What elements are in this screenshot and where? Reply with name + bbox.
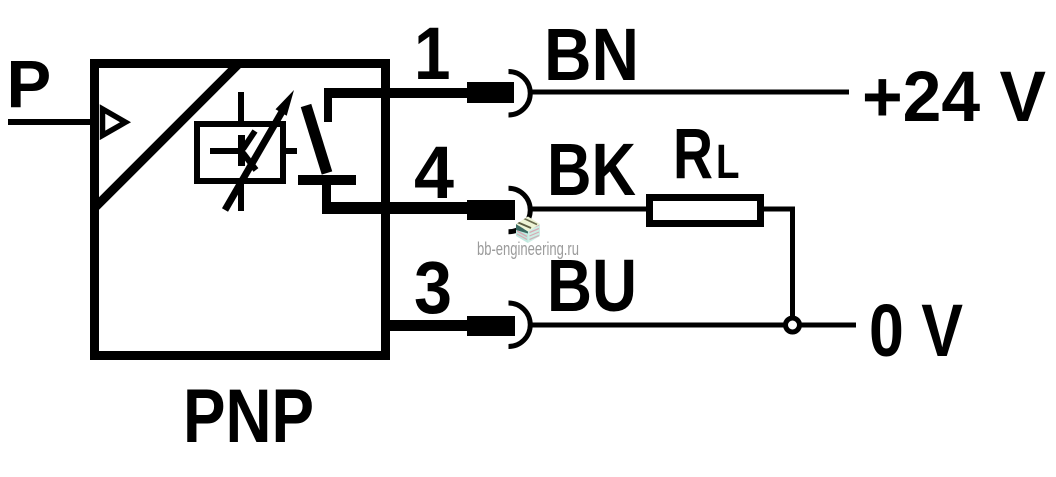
- svg-text:L: L: [716, 136, 740, 189]
- svg-text:0 V: 0 V: [869, 289, 963, 372]
- svg-text:BU: BU: [547, 244, 637, 327]
- svg-text:BN: BN: [544, 13, 639, 96]
- svg-text:P: P: [7, 47, 52, 122]
- svg-text:4: 4: [414, 131, 454, 214]
- svg-text:1: 1: [414, 12, 451, 95]
- svg-text:+24 V: +24 V: [862, 58, 1046, 137]
- svg-text:BK: BK: [547, 128, 636, 211]
- svg-text:bb-engineering.ru: bb-engineering.ru: [477, 239, 579, 259]
- svg-text:PNP: PNP: [183, 374, 314, 459]
- svg-text:R: R: [673, 115, 713, 194]
- svg-text:3: 3: [414, 246, 452, 329]
